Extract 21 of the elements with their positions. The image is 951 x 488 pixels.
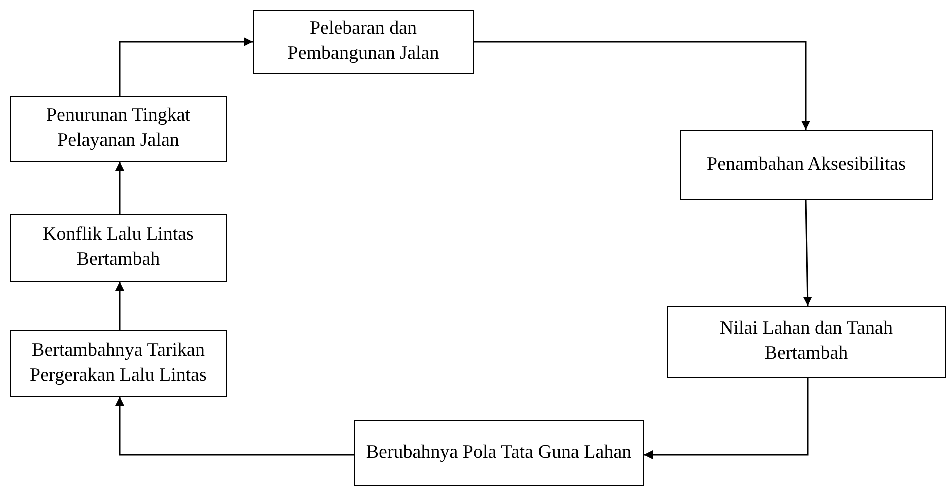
process-box: [354, 420, 644, 486]
process-box: [253, 10, 474, 74]
arrow: [644, 378, 809, 460]
process-box: [10, 96, 227, 162]
box-label: Penurunan Tingkat Pelayanan Jalan: [45, 104, 192, 153]
box-label: Berubahnya Pola Tata Guna Lahan: [366, 440, 632, 465]
process-box: [680, 130, 933, 200]
arrow: [474, 41, 810, 130]
arrow: [803, 200, 812, 306]
process-box: [667, 306, 946, 378]
arrow: [119, 38, 253, 96]
box-label: Bertambahnya Tarikan Pergerakan Lalu Lintas: [29, 338, 208, 388]
box-label: Nilai Lahan dan Tanah Bertambah: [719, 317, 894, 366]
box-label: Penambahan Aksesibilitas: [707, 152, 906, 177]
arrow: [116, 397, 354, 456]
process-box: [10, 330, 227, 397]
arrow: [116, 162, 124, 214]
box-label: Konflik Lalu Lintas Bertambah: [42, 223, 195, 272]
process-box: [10, 214, 227, 282]
arrow: [116, 282, 124, 330]
box-label: Pelebaran dan Pembangunan Jalan: [286, 17, 440, 66]
